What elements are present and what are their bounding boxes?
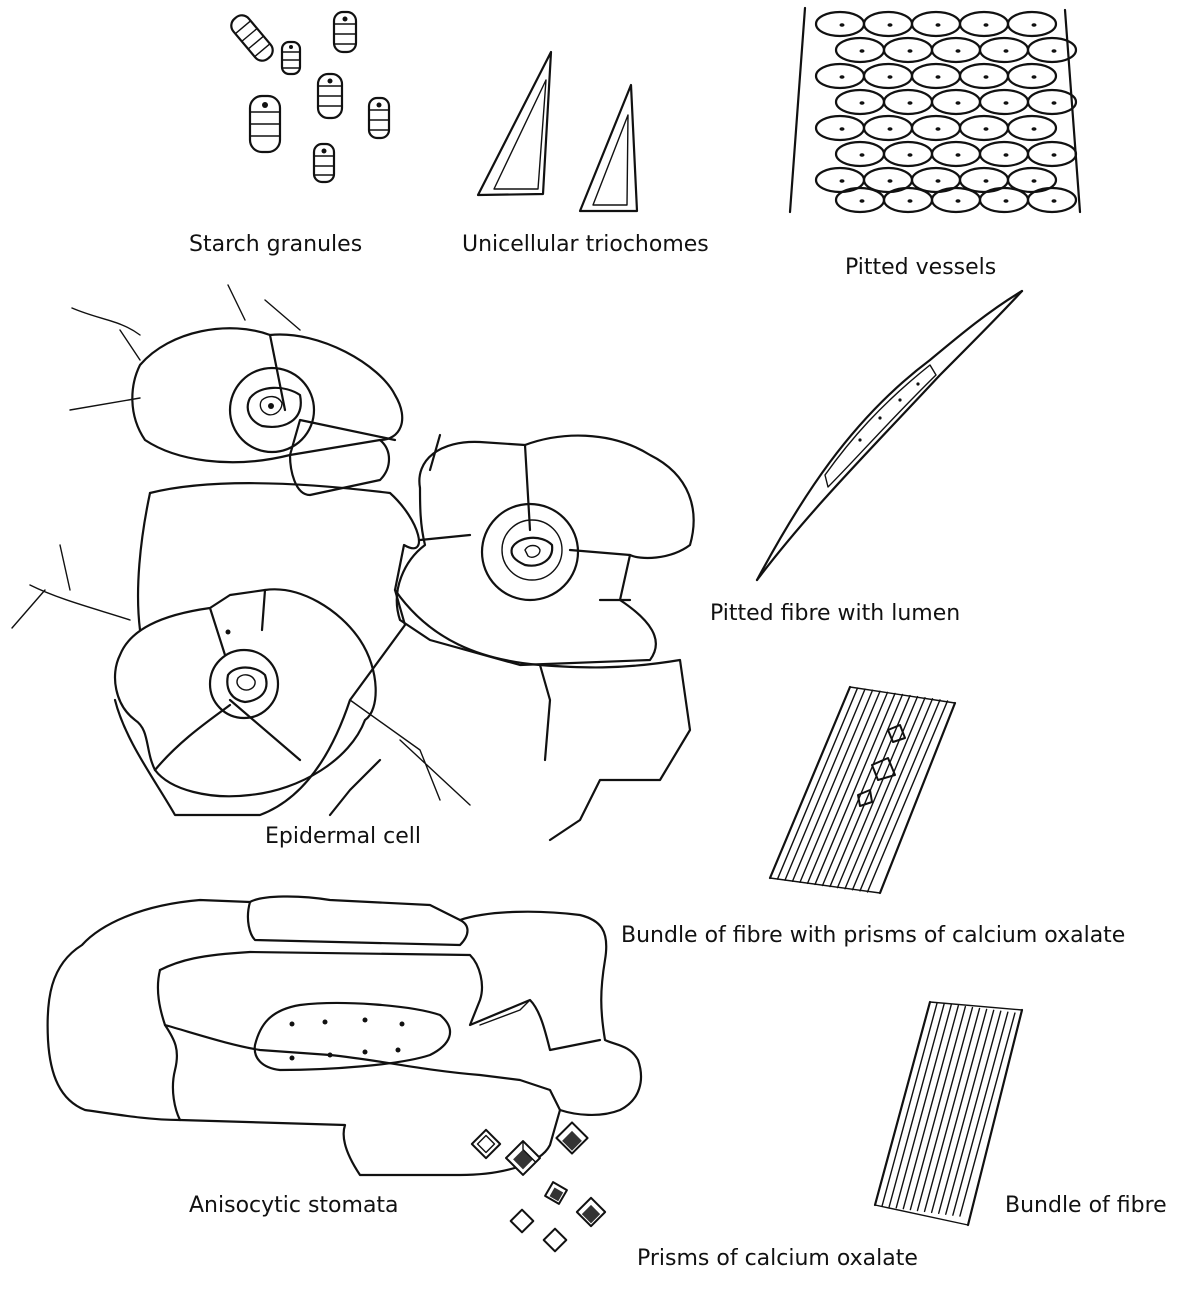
epidermal-cells-drawing xyxy=(12,285,694,840)
fibre-bundle-drawing xyxy=(875,1002,1022,1225)
label-epidermal-cell: Epidermal cell xyxy=(265,826,421,848)
pitted-fibre-drawing xyxy=(757,291,1022,580)
fibre-bundle-prisms-drawing xyxy=(770,687,955,893)
label-bundle-with-prisms: Bundle of fibre with prisms of calcium o… xyxy=(621,925,1125,947)
label-trichomes: Unicellular triochomes xyxy=(462,234,709,256)
pitted-vessels-drawing xyxy=(790,8,1080,212)
label-calcium-oxalate-prisms: Prisms of calcium oxalate xyxy=(637,1248,918,1270)
label-pitted-fibre: Pitted fibre with lumen xyxy=(710,603,960,625)
anisocytic-stomata-drawing xyxy=(48,896,641,1175)
label-bundle-of-fibre: Bundle of fibre xyxy=(1005,1195,1167,1217)
calcium-oxalate-prisms-drawing xyxy=(472,1122,605,1251)
label-pitted-vessels: Pitted vessels xyxy=(845,257,996,279)
starch-granules-drawing xyxy=(228,12,389,182)
label-anisocytic-stomata: Anisocytic stomata xyxy=(189,1195,399,1217)
label-starch-granules: Starch granules xyxy=(189,234,362,256)
trichomes-drawing xyxy=(478,52,637,211)
